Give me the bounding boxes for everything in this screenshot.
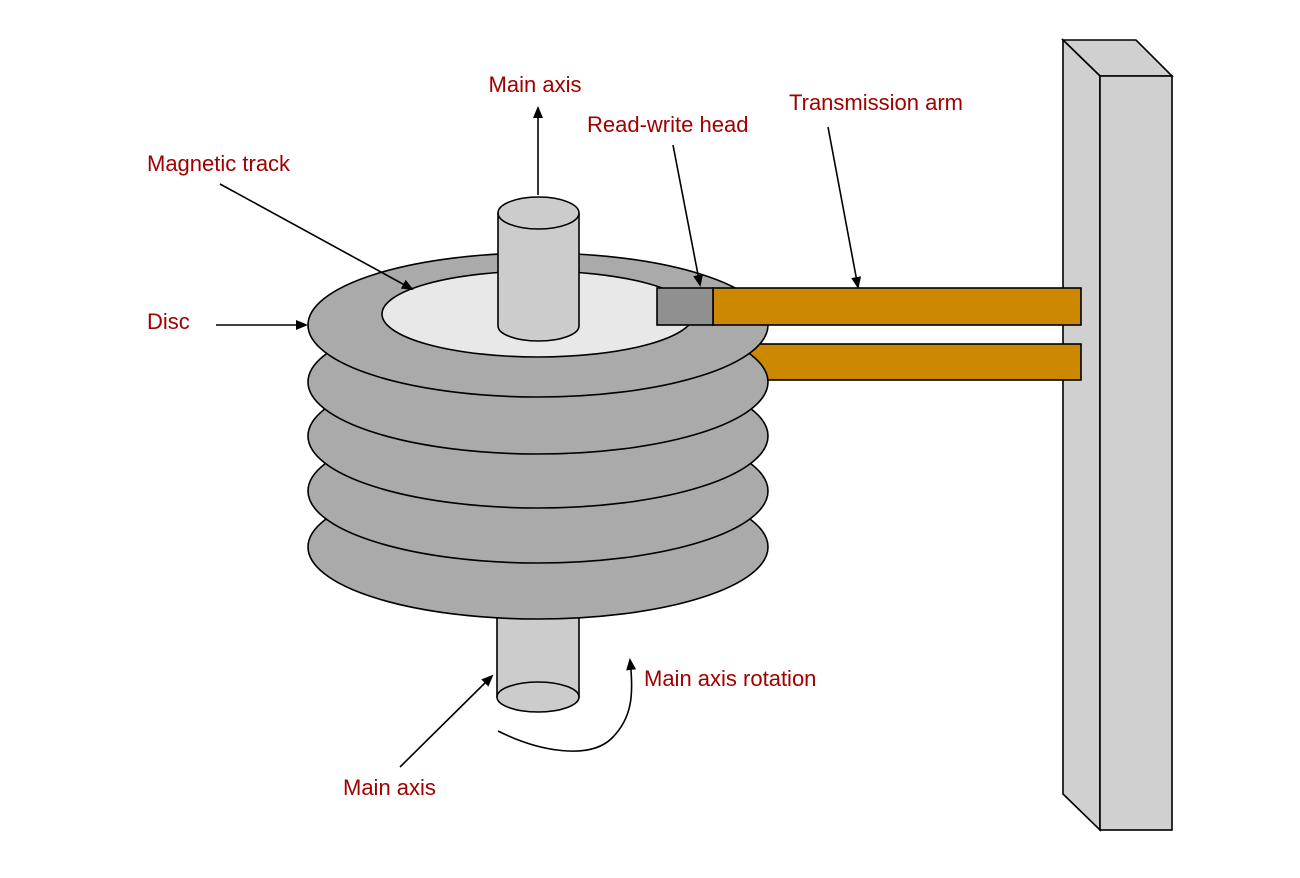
top-spindle [497, 196, 580, 342]
main-axis-bottom-pointer [399, 674, 494, 768]
label-transmission-arm: Transmission arm [789, 90, 963, 115]
magnetic-track-pointer [219, 183, 414, 290]
read-write-head [656, 287, 714, 326]
transmission-arm-pointer [827, 126, 862, 289]
label-main-axis-top: Main axis [489, 72, 582, 97]
post-side-face [1062, 38, 1101, 832]
label-magnetic-track: Magnetic track [147, 151, 291, 176]
rotation-arrow [497, 658, 637, 752]
label-read-write-head: Read-write head [587, 112, 748, 137]
read-write-head-pointer [672, 144, 704, 287]
post-front-face [1099, 75, 1173, 831]
label-main-axis-bottom: Main axis [343, 775, 436, 800]
label-disc: Disc [147, 309, 190, 334]
label-main-axis-rotation: Main axis rotation [644, 666, 816, 691]
support-post [1061, 38, 1174, 832]
upper-transmission-arm [712, 287, 1082, 326]
